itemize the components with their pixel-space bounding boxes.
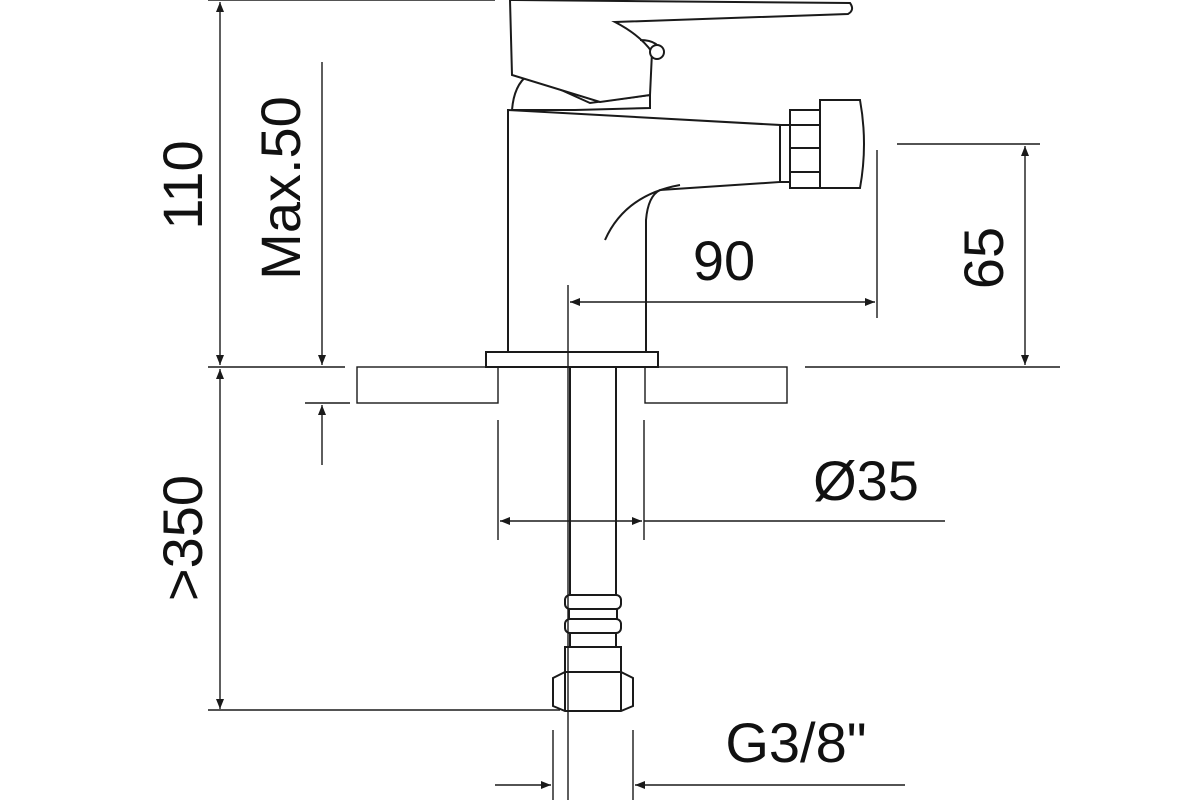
countertop bbox=[356, 366, 1060, 404]
supply-hose bbox=[552, 367, 634, 712]
dim-hose-length: >350 bbox=[151, 475, 214, 601]
dimension-lines bbox=[208, 0, 1040, 800]
dim-max-deck-thickness: Max.50 bbox=[249, 96, 312, 280]
dim-connection-thread: G3/8" bbox=[725, 711, 866, 774]
dim-height-total: 110 bbox=[151, 140, 214, 229]
dim-mount-hole-diameter: Ø35 bbox=[813, 449, 919, 512]
faucet-body bbox=[485, 0, 865, 368]
dim-spout-reach: 90 bbox=[693, 229, 755, 292]
dim-spout-height: 65 bbox=[952, 227, 1015, 289]
